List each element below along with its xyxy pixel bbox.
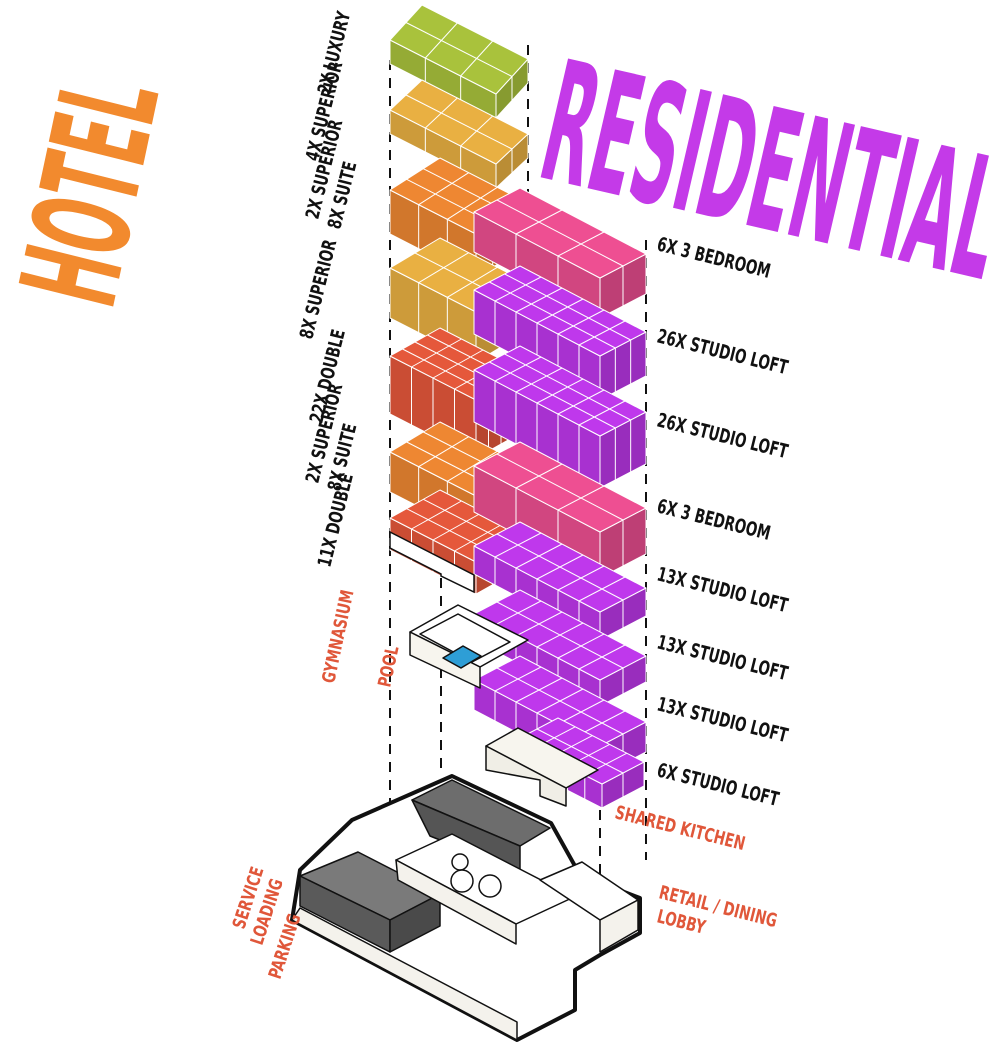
pool-label: POOL — [374, 644, 403, 689]
residential-floor-label-3: 26X STUDIO LOFT — [655, 410, 791, 464]
base-podium — [290, 774, 642, 1042]
hotel-title-group: HOTEL — [0, 62, 190, 320]
gym-pool-level — [409, 604, 529, 689]
residential-floor-label-2: 26X STUDIO LOFT — [655, 326, 791, 380]
gymnasium-label: GYMNASIUM — [318, 588, 358, 685]
hotel-floor-label-7: 11X DOUBLE — [314, 471, 359, 569]
hotel-floor-2 — [389, 79, 529, 189]
residential-floor-label-4: 6X 3 BEDROOM — [655, 496, 773, 546]
residential-floor-label-7: 13X STUDIO LOFT — [655, 694, 791, 748]
hotel-floor-label-4: 8X SUPERIOR — [296, 237, 342, 341]
skylight-2 — [450, 869, 474, 893]
hotel-floor-1 — [389, 4, 529, 119]
hotel-title: HOTEL — [0, 62, 190, 320]
pool — [442, 645, 482, 669]
residential-floor-label-8: 6X STUDIO LOFT — [655, 760, 782, 812]
floor-stack — [389, 4, 647, 809]
shared-kitchen-level — [485, 727, 599, 807]
residential-floor-label-6: 13X STUDIO LOFT — [655, 632, 791, 686]
residential-floor-label-5: 13X STUDIO LOFT — [655, 564, 791, 618]
shared-kitchen-label: SHARED KITCHEN — [613, 802, 748, 856]
hotel-underside — [389, 530, 475, 594]
residential-labels: 6X 3 BEDROOM 26X STUDIO LOFT 26X STUDIO LO… — [655, 234, 791, 812]
skylight-3 — [478, 874, 502, 898]
skylight-1 — [451, 853, 469, 871]
